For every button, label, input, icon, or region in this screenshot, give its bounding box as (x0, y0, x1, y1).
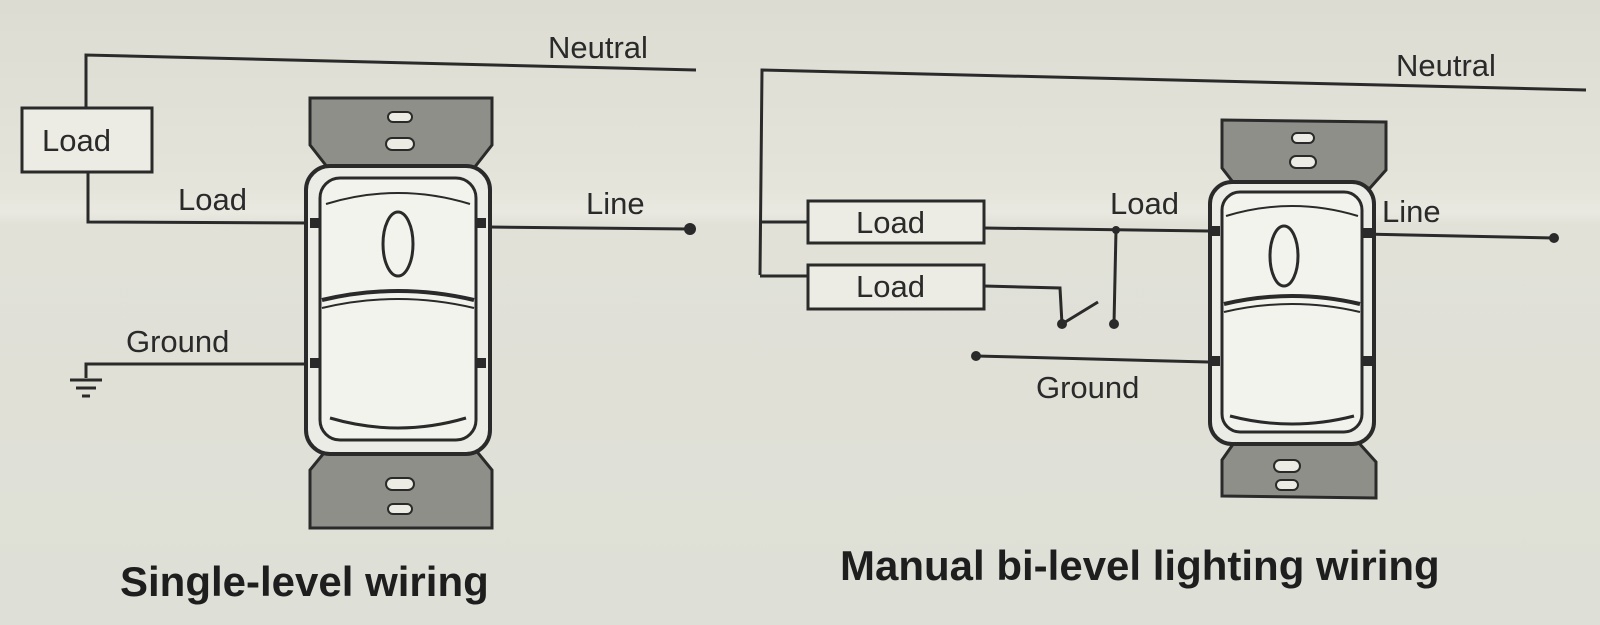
left-sensor-lens (381, 210, 415, 278)
right-diagram: Neutral Load Load Load Line Ground (758, 48, 1587, 589)
left-ground-label: Ground (126, 324, 229, 359)
right-load1-wire (983, 226, 1209, 233)
left-caption: Single-level wiring (120, 558, 489, 605)
right-load-box-1: Load (806, 199, 986, 245)
right-line-label: Line (1382, 194, 1441, 229)
left-load-box: Load (20, 106, 154, 174)
right-load-junction-dot (1112, 226, 1120, 234)
left-line-wire (487, 225, 691, 231)
right-switch-top-plate (1220, 118, 1388, 190)
right-neutral-wire (758, 68, 1587, 276)
right-load-box-2-label: Load (856, 269, 925, 304)
right-neutral-label: Neutral (1396, 48, 1496, 83)
left-load-wire-label: Load (178, 182, 247, 217)
left-occupancy-switch (304, 96, 494, 530)
left-line-label: Line (586, 186, 645, 221)
right-load-wire-label: Load (1110, 186, 1179, 221)
left-line-terminal-dot (684, 223, 696, 235)
right-load-box-1-label: Load (856, 205, 925, 240)
right-sensor-lens (1268, 224, 1300, 288)
right-caption: Manual bi-level lighting wiring (840, 542, 1440, 589)
right-line-wire (1361, 232, 1555, 240)
left-load-box-label: Load (42, 123, 111, 158)
left-neutral-label: Neutral (548, 30, 648, 65)
left-diagram: Neutral Load Load Line Ground (20, 30, 697, 605)
right-load-box-2: Load (806, 263, 986, 311)
ground-symbol-icon (70, 366, 102, 398)
right-load2-wire (983, 284, 1064, 325)
right-manual-switch-feed (1112, 229, 1118, 325)
left-load-wire (86, 172, 311, 225)
left-neutral-wire (84, 53, 697, 108)
left-switch-top-plate (308, 96, 494, 170)
right-ground-wire (975, 354, 1209, 364)
right-line-terminal-dot (1549, 233, 1559, 243)
right-ground-terminal-dot (971, 351, 981, 361)
right-occupancy-switch (1208, 118, 1388, 500)
right-ground-label: Ground (1036, 370, 1139, 405)
right-manual-switch-blade (1061, 300, 1099, 326)
left-ground-wire (84, 362, 310, 370)
